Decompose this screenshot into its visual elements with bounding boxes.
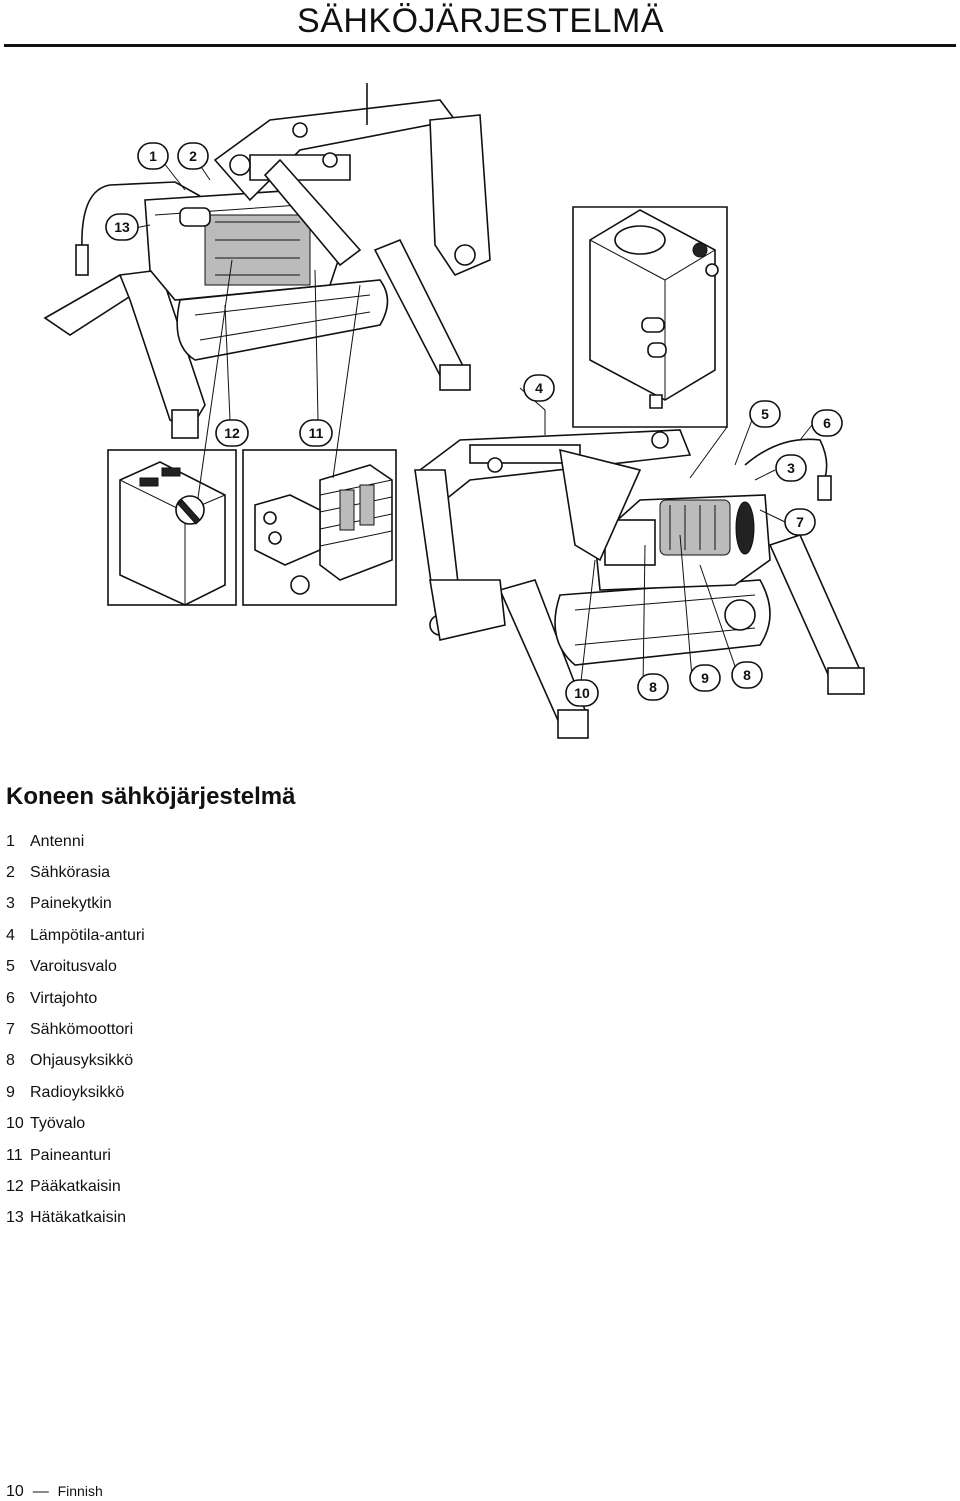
callout-13: 13 xyxy=(105,213,139,241)
legend-label: Paineanturi xyxy=(30,1146,111,1164)
legend-number: 1 xyxy=(6,832,15,850)
callout-8a: 8 xyxy=(637,673,669,701)
legend-label: Työvalo xyxy=(30,1115,86,1133)
footer-dash: — xyxy=(28,1483,54,1500)
callout-9: 9 xyxy=(689,664,721,692)
svg-text:11: 11 xyxy=(309,425,324,441)
legend-item: 1 Antenni xyxy=(6,826,145,857)
legend-number: 9 xyxy=(6,1083,15,1101)
callout-4: 4 xyxy=(523,374,555,402)
svg-text:8: 8 xyxy=(743,667,751,683)
legend-label: Painekytkin xyxy=(30,895,112,913)
svg-text:10: 10 xyxy=(574,685,590,701)
electrical-system-figure: 1 2 13 4 5 6 3 7 xyxy=(43,83,865,739)
legend-item: 4 Lämpötila-anturi xyxy=(6,920,145,951)
svg-text:12: 12 xyxy=(224,425,240,441)
svg-text:13: 13 xyxy=(114,219,130,235)
legend-number: 2 xyxy=(6,864,15,882)
legend-list: 1 Antenni 2 Sähkörasia 3 Painekytkin 4 Lämpö… xyxy=(6,826,145,1234)
legend-label: Sähkömoottori xyxy=(30,1021,134,1039)
legend-label: Sähkörasia xyxy=(30,864,111,882)
title-rule xyxy=(4,44,956,47)
legend-number: 4 xyxy=(6,926,15,944)
legend-label: Radioyksikkö xyxy=(30,1083,125,1101)
inset-valve-block xyxy=(242,449,397,606)
svg-text:7: 7 xyxy=(796,514,804,530)
svg-text:9: 9 xyxy=(701,670,709,686)
legend-item: 2 Sähkörasia xyxy=(6,857,145,888)
page-title: SÄHKÖJÄRJESTELMÄ xyxy=(297,2,664,40)
callout-7: 7 xyxy=(784,508,816,536)
machine-illustration-front xyxy=(414,429,865,739)
legend-label: Antenni xyxy=(30,832,85,850)
machine-illustration-rear xyxy=(43,83,491,439)
legend-label: Virtajohto xyxy=(30,989,98,1007)
svg-text:6: 6 xyxy=(823,415,831,431)
legend-number: 11 xyxy=(6,1146,23,1164)
footer-language: Finnish xyxy=(57,1483,103,1499)
legend-item: 10 Työvalo xyxy=(6,1109,145,1140)
legend-item: 11 Paineanturi xyxy=(6,1140,145,1171)
callout-10: 10 xyxy=(565,679,599,707)
legend-label: Lämpötila-anturi xyxy=(30,926,145,944)
svg-text:1: 1 xyxy=(149,148,157,164)
legend-number: 10 xyxy=(6,1115,24,1133)
legend-item: 6 Virtajohto xyxy=(6,983,145,1014)
callout-3: 3 xyxy=(775,454,807,482)
callout-2: 2 xyxy=(177,142,209,170)
svg-text:5: 5 xyxy=(761,406,769,422)
legend-item: 3 Painekytkin xyxy=(6,889,145,920)
callout-5: 5 xyxy=(749,400,781,428)
callouts: 1 2 13 4 5 6 3 7 xyxy=(105,142,843,707)
legend-label: Pääkatkaisin xyxy=(30,1177,121,1195)
svg-text:8: 8 xyxy=(649,679,657,695)
legend-number: 13 xyxy=(6,1209,24,1227)
legend-number: 5 xyxy=(6,958,15,976)
svg-text:2: 2 xyxy=(189,148,197,164)
legend-item: 7 Sähkömoottori xyxy=(6,1014,145,1045)
inset-hydraulic-tank xyxy=(572,206,728,428)
page-number: 10 xyxy=(6,1483,24,1500)
legend-label: Varoitusvalo xyxy=(30,958,117,976)
callout-8b: 8 xyxy=(731,661,763,689)
callout-11: 11 xyxy=(299,419,333,447)
legend-item: 9 Radioyksikkö xyxy=(6,1077,145,1108)
legend-label: Ohjausyksikkö xyxy=(30,1052,134,1070)
legend-number: 8 xyxy=(6,1052,15,1070)
legend-item: 8 Ohjausyksikkö xyxy=(6,1046,145,1077)
legend-number: 12 xyxy=(6,1177,24,1195)
legend-number: 6 xyxy=(6,989,15,1007)
page-footer: 10 — Finnish xyxy=(6,1483,103,1501)
callout-1: 1 xyxy=(137,142,169,170)
legend-item: 5 Varoitusvalo xyxy=(6,952,145,983)
legend-number: 3 xyxy=(6,895,15,913)
callout-6: 6 xyxy=(811,409,843,437)
legend-item: 13 Hätäkatkaisin xyxy=(6,1203,145,1234)
svg-text:4: 4 xyxy=(535,380,543,396)
legend-number: 7 xyxy=(6,1021,15,1039)
legend-label: Hätäkatkaisin xyxy=(30,1209,127,1227)
callout-12: 12 xyxy=(215,419,249,447)
section-heading: Koneen sähköjärjestelmä xyxy=(6,783,296,810)
inset-main-switch xyxy=(107,449,237,606)
svg-text:3: 3 xyxy=(787,460,795,476)
legend-item: 12 Pääkatkaisin xyxy=(6,1171,145,1202)
